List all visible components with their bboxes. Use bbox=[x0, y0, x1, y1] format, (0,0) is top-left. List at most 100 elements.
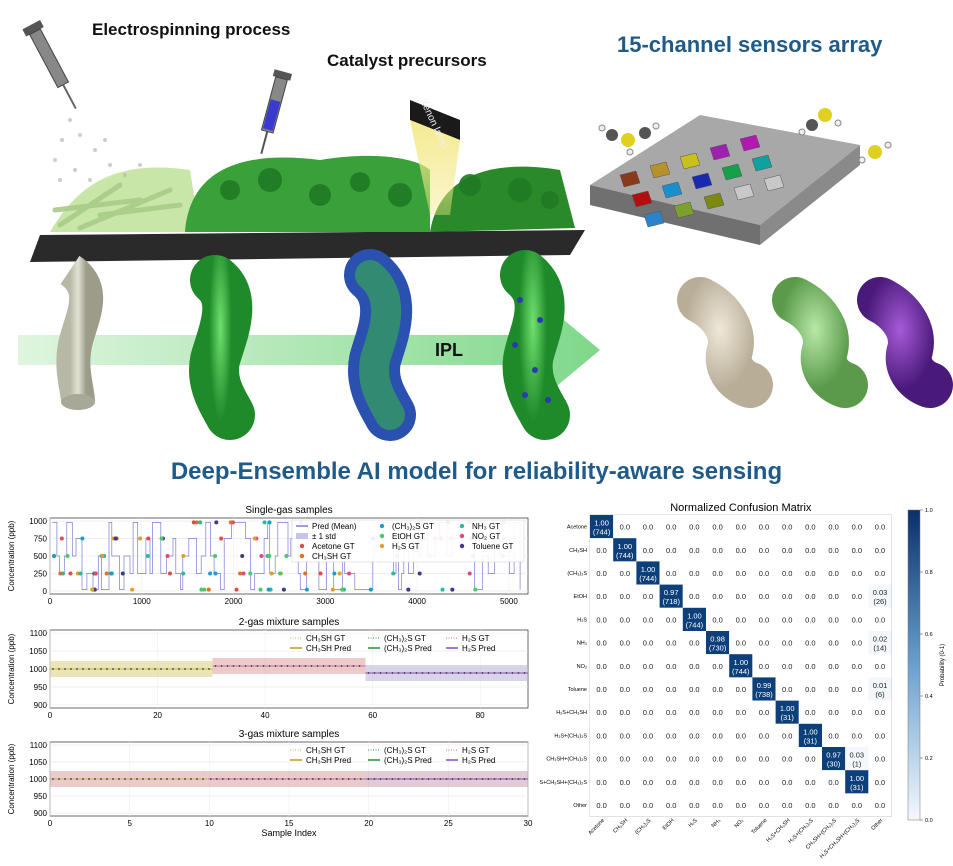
column-label: EtOH bbox=[662, 818, 676, 832]
cell-count: (744) bbox=[732, 667, 750, 676]
ground-truth-dot bbox=[202, 587, 207, 592]
ground-truth-marker bbox=[227, 778, 230, 780]
ground-truth-marker bbox=[64, 668, 66, 670]
catalyst-fiber-mat bbox=[185, 155, 430, 232]
y-tick-label: 1100 bbox=[30, 629, 48, 638]
colorbar-tick: 0.6 bbox=[925, 632, 933, 638]
matrix-cell bbox=[798, 677, 822, 701]
row-label: Acetone bbox=[567, 525, 587, 531]
ground-truth-dot bbox=[208, 571, 213, 576]
ground-truth-dot bbox=[191, 520, 196, 525]
matrix-cell bbox=[682, 747, 706, 771]
cell-value: 0.0 bbox=[643, 801, 653, 810]
x-tick-label: 1000 bbox=[133, 597, 151, 606]
row-label: H₂S+CH₃SH bbox=[556, 710, 587, 716]
ground-truth-marker bbox=[433, 672, 436, 674]
cell-value: 0.0 bbox=[805, 523, 815, 532]
ground-truth-dot bbox=[145, 554, 150, 558]
cell-value: 0.0 bbox=[643, 685, 653, 694]
cell-value: 0.0 bbox=[759, 755, 769, 764]
ground-truth-marker bbox=[124, 778, 126, 780]
matrix-cell bbox=[706, 793, 730, 817]
matrix-cell bbox=[822, 747, 846, 771]
matrix-cell bbox=[775, 677, 799, 701]
cell-value: 0.0 bbox=[736, 615, 746, 624]
cell-value: 0.0 bbox=[782, 755, 792, 764]
cell-count: (744) bbox=[686, 620, 704, 629]
matrix-cell bbox=[868, 654, 892, 678]
ground-truth-marker bbox=[353, 778, 356, 780]
x-tick-label: 5000 bbox=[500, 597, 518, 606]
legend-label: Pred (Mean) bbox=[312, 522, 357, 531]
y-tick-label: 1050 bbox=[29, 758, 47, 767]
ground-truth-dot bbox=[259, 554, 264, 558]
sensor-pad bbox=[733, 183, 755, 201]
row-label: Toluene bbox=[568, 687, 587, 693]
matrix-cell bbox=[868, 584, 892, 608]
cell-value: 0.0 bbox=[712, 731, 722, 740]
x-axis-label: Sample Index bbox=[261, 828, 317, 838]
cell-value: 0.0 bbox=[736, 708, 746, 717]
ground-truth-dot bbox=[278, 571, 282, 576]
matrix-cell bbox=[729, 677, 753, 701]
cell-value: 0.0 bbox=[782, 662, 792, 671]
matrix-cell bbox=[706, 631, 730, 655]
matrix-cell bbox=[752, 515, 776, 539]
matrix-cell bbox=[590, 538, 614, 562]
section-title: Deep-Ensemble AI model for reliability-a… bbox=[170, 458, 783, 485]
cell-value: 0.0 bbox=[828, 569, 838, 578]
ground-truth-marker bbox=[239, 778, 242, 780]
matrix-cell bbox=[845, 515, 869, 539]
cell-count: (744) bbox=[616, 551, 634, 560]
matrix-cell bbox=[775, 747, 799, 771]
matrix-cell bbox=[868, 561, 892, 585]
matrix-cell bbox=[636, 700, 660, 724]
electrospinning-label: Electrospinning process bbox=[92, 20, 291, 39]
ground-truth-dot bbox=[281, 587, 286, 592]
bare-fiber-segment bbox=[56, 255, 104, 404]
row-label: S+CH₃SH+(CH₃)₂S bbox=[540, 780, 587, 786]
matrix-cell bbox=[798, 631, 822, 655]
cell-value: 1.00 bbox=[687, 611, 702, 620]
cell-value: 0.0 bbox=[643, 546, 653, 555]
x-tick-label: 20 bbox=[364, 819, 373, 828]
legend-label: (CH₃)₂S Pred bbox=[384, 756, 432, 765]
ground-truth-marker bbox=[373, 778, 376, 780]
ground-truth-marker bbox=[379, 778, 382, 780]
ground-truth-marker bbox=[274, 665, 277, 667]
matrix-cell bbox=[868, 723, 892, 747]
cell-value: 0.0 bbox=[736, 639, 746, 648]
matrix-cell bbox=[775, 561, 799, 585]
matrix-cell bbox=[868, 700, 892, 724]
sensor-pad bbox=[673, 201, 695, 219]
cell-count: (14) bbox=[873, 644, 887, 653]
fiber-strands bbox=[52, 182, 183, 231]
cell-value: 0.0 bbox=[689, 708, 699, 717]
cell-value: 0.0 bbox=[736, 592, 746, 601]
legend-label: CH₃SH Pred bbox=[306, 644, 351, 653]
cell-value: 0.0 bbox=[712, 615, 722, 624]
matrix-cell bbox=[845, 793, 869, 817]
ground-truth-marker bbox=[118, 778, 120, 780]
x-tick-label: 4000 bbox=[408, 597, 426, 606]
cell-value: 0.0 bbox=[828, 662, 838, 671]
x-tick-label: 40 bbox=[261, 711, 270, 720]
ground-truth-dot bbox=[406, 587, 411, 592]
matrix-cell bbox=[752, 654, 776, 678]
cell-value: 0.0 bbox=[666, 662, 676, 671]
matrix-cell bbox=[798, 723, 822, 747]
x-tick-label: 10 bbox=[205, 819, 214, 828]
catalyst-label: Catalyst precursors bbox=[327, 51, 487, 70]
cell-value: 0.0 bbox=[620, 662, 630, 671]
ground-truth-dot bbox=[262, 520, 267, 525]
ground-truth-marker bbox=[391, 778, 394, 780]
matrix-cell bbox=[659, 700, 683, 724]
ground-truth-dot bbox=[340, 587, 345, 592]
cell-value: 0.0 bbox=[736, 778, 746, 787]
ground-truth-dot bbox=[284, 554, 289, 558]
ground-truth-dot bbox=[138, 536, 143, 541]
ground-truth-dot bbox=[238, 571, 243, 576]
matrix-cell bbox=[590, 677, 614, 701]
cell-value: 1.00 bbox=[780, 704, 795, 713]
ground-truth-dot bbox=[330, 587, 335, 592]
